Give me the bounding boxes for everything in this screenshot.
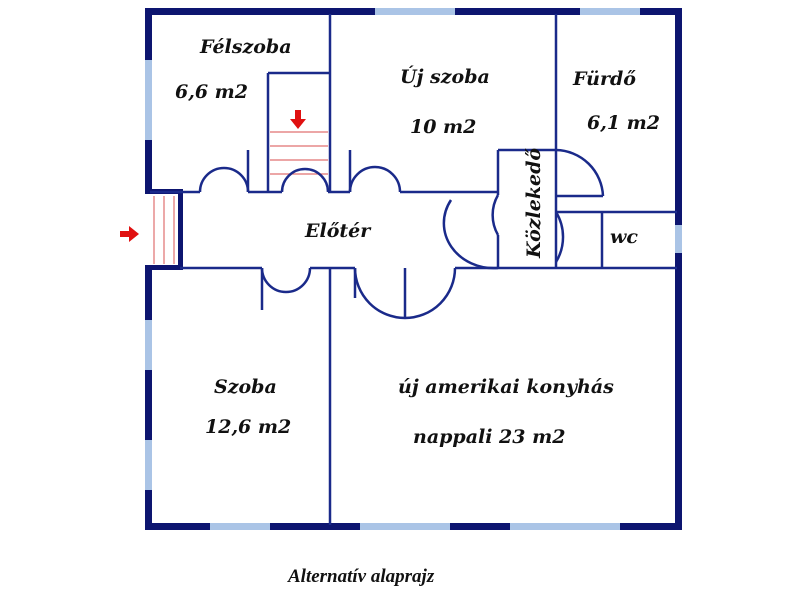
outer-wall-right xyxy=(675,8,682,530)
entrance-steps xyxy=(153,196,175,264)
window xyxy=(580,8,640,15)
window xyxy=(145,320,152,370)
entrance-arrow-icon xyxy=(120,226,139,242)
room-area-furdo: 6,1 m2 xyxy=(587,112,660,134)
window xyxy=(360,523,450,530)
window xyxy=(145,440,152,490)
room-name-wc: wc xyxy=(610,226,638,248)
doors xyxy=(198,148,605,320)
door-kozlekedo xyxy=(442,199,499,270)
door-wc xyxy=(554,211,565,263)
door-uj-szoba xyxy=(348,165,402,193)
interior-walls xyxy=(150,14,677,525)
door-stair xyxy=(280,167,330,193)
entrance-frame-side xyxy=(178,189,183,270)
room-area-uj-szoba: 10 m2 xyxy=(410,116,476,138)
room-area-szoba: 12,6 m2 xyxy=(205,416,291,438)
window xyxy=(210,523,270,530)
outer-wall-left-lower xyxy=(145,265,152,530)
window xyxy=(375,8,455,15)
room-name-uj-szoba: Új szoba xyxy=(400,65,490,88)
door-szoba xyxy=(260,267,312,294)
window xyxy=(510,523,620,530)
stair xyxy=(270,131,328,175)
room-name-szoba: Szoba xyxy=(214,376,277,398)
window xyxy=(675,225,682,253)
room-name-nappali: új amerikai konyhás xyxy=(398,376,614,398)
room-name-furdo: Fürdő xyxy=(572,68,636,90)
door-felszoba xyxy=(198,166,250,193)
stair-arrow-icon xyxy=(290,110,306,129)
room-area-nappali: nappali 23 m2 xyxy=(413,426,565,448)
entrance-frame-bottom xyxy=(145,265,183,270)
room-name-kozlekedo: Közlekedő xyxy=(523,148,545,259)
room-name-eloter: Előtér xyxy=(304,220,372,242)
door-kozlekedo xyxy=(491,194,500,236)
room-name-felszoba: Félszoba xyxy=(199,36,292,58)
windows xyxy=(145,8,682,530)
room-area-felszoba: 6,6 m2 xyxy=(175,81,248,103)
door-furdo xyxy=(555,148,605,197)
window xyxy=(145,60,152,140)
plan-caption: Alternatív alaprajz xyxy=(287,566,435,587)
